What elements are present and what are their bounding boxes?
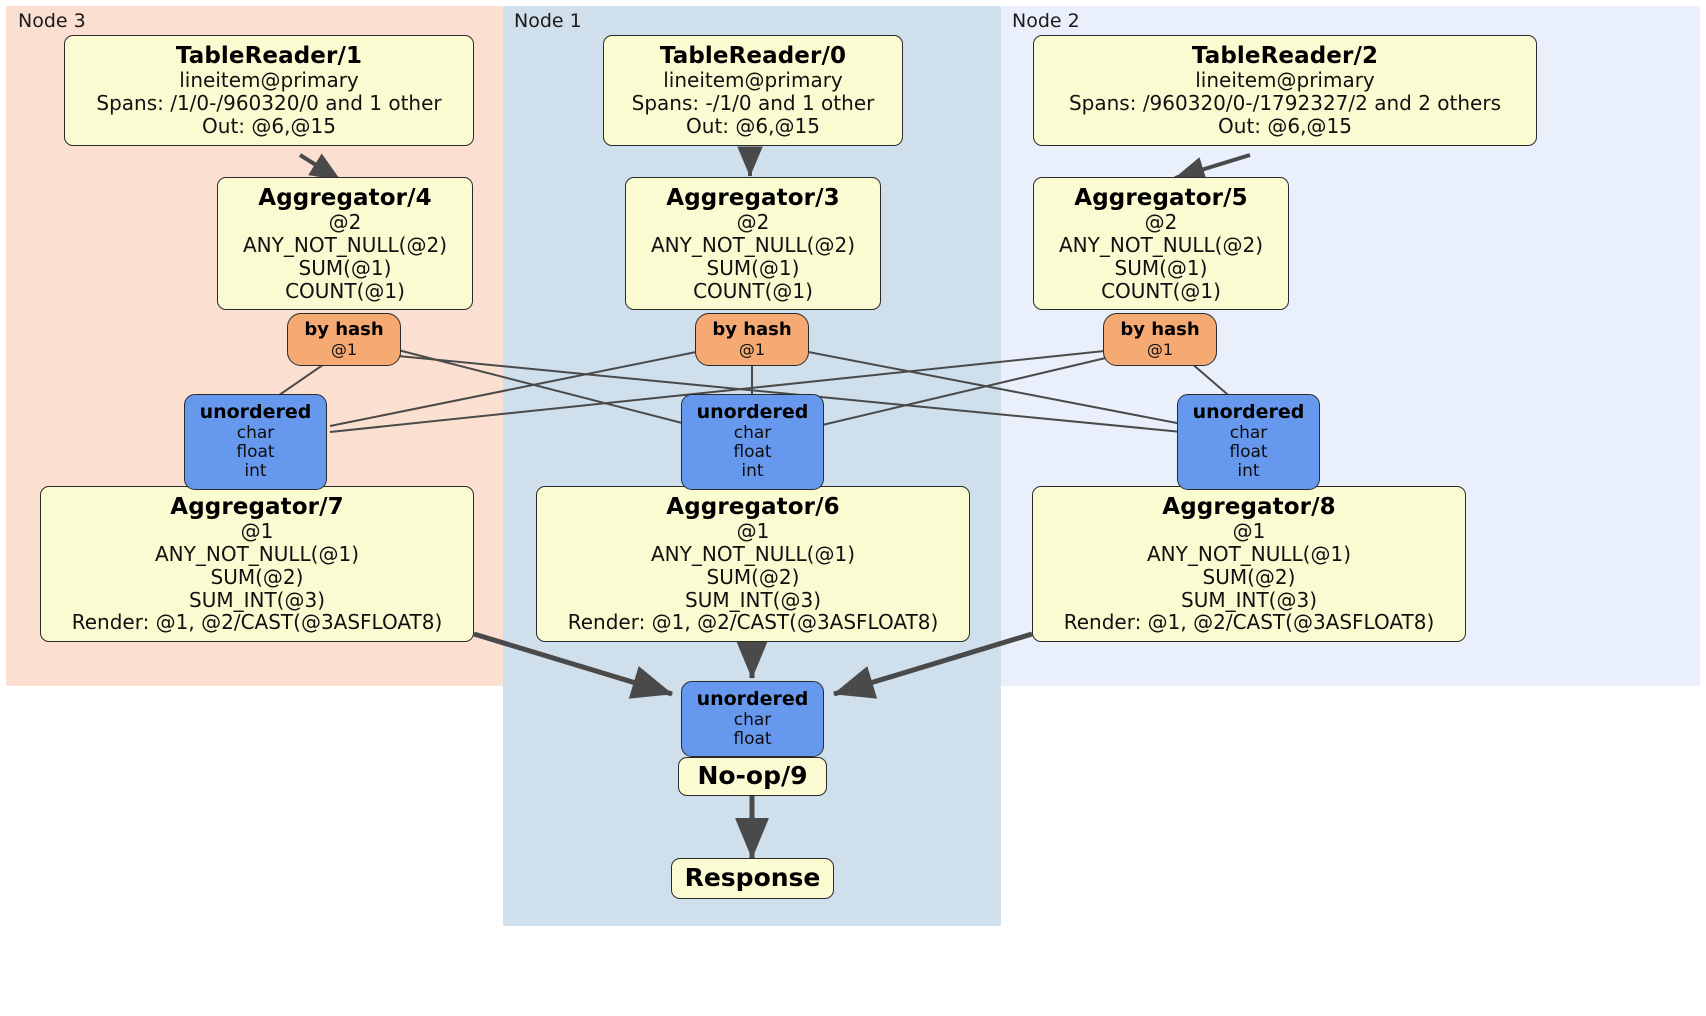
router-title: by hash	[1120, 319, 1200, 340]
node-title: Aggregator/6	[666, 494, 840, 520]
panel-label-node-2: Node 2	[1012, 10, 1080, 32]
node-line: Out: @6,@15	[1218, 113, 1352, 138]
node-line: SUM(@2)	[706, 564, 800, 589]
node-line: @2	[328, 210, 362, 235]
node-line: Out: @6,@15	[202, 113, 336, 138]
node-aggregator-6[interactable]: Aggregator/6 @1 ANY_NOT_NULL(@1) SUM(@2)…	[536, 486, 970, 643]
stream-title: unordered	[696, 401, 809, 423]
stream-unordered-node-3[interactable]: unordered char float int	[184, 394, 327, 490]
node-line: COUNT(@1)	[1101, 278, 1221, 303]
node-line: lineitem@primary	[179, 68, 359, 93]
stream-unordered-node-2[interactable]: unordered char float int	[1177, 394, 1320, 490]
node-line: SUM(@2)	[1202, 564, 1296, 589]
router-by-hash-node-1[interactable]: by hash @1	[695, 313, 809, 366]
node-line: ANY_NOT_NULL(@2)	[243, 233, 447, 258]
node-line: Spans: /1/0-/960320/0 and 1 other	[96, 91, 442, 116]
node-line: SUM(@1)	[1114, 255, 1208, 280]
node-aggregator-5[interactable]: Aggregator/5 @2 ANY_NOT_NULL(@2) SUM(@1)…	[1033, 177, 1289, 311]
node-line: SUM(@1)	[706, 255, 800, 280]
node-line: Spans: -/1/0 and 1 other	[631, 91, 875, 116]
stream-line: int	[741, 461, 764, 482]
node-line: ANY_NOT_NULL(@2)	[1059, 233, 1263, 258]
node-line: Spans: /960320/0-/1792327/2 and 2 others	[1068, 91, 1501, 116]
router-by-hash-node-3[interactable]: by hash @1	[287, 313, 401, 366]
node-title: No-op/9	[697, 761, 808, 790]
stream-line: float	[236, 442, 275, 463]
node-title: TableReader/0	[659, 43, 847, 69]
node-line: SUM_INT(@3)	[685, 587, 821, 612]
node-line: @2	[736, 210, 770, 235]
stream-line: char	[733, 422, 772, 443]
router-title: by hash	[304, 319, 384, 340]
node-line: lineitem@primary	[663, 68, 843, 93]
node-line: ANY_NOT_NULL(@1)	[155, 542, 359, 567]
router-title: by hash	[712, 319, 792, 340]
node-aggregator-4[interactable]: Aggregator/4 @2 ANY_NOT_NULL(@2) SUM(@1)…	[217, 177, 473, 311]
stream-line: char	[1229, 422, 1268, 443]
stream-line: float	[1229, 442, 1268, 463]
node-line: @1	[240, 519, 274, 544]
stream-line: float	[733, 442, 772, 463]
router-line: @1	[738, 339, 766, 359]
stream-title: unordered	[199, 401, 312, 423]
node-title: TableReader/1	[175, 43, 363, 69]
node-title: Aggregator/4	[258, 185, 432, 211]
stream-line: float	[733, 729, 772, 750]
stream-title: unordered	[1192, 401, 1305, 423]
node-table-reader-2[interactable]: TableReader/2 lineitem@primary Spans: /9…	[1033, 35, 1537, 146]
node-line: Render: @1, @2/CAST(@3ASFLOAT8)	[71, 610, 443, 635]
node-line: SUM_INT(@3)	[1181, 587, 1317, 612]
node-table-reader-1[interactable]: TableReader/1 lineitem@primary Spans: /1…	[64, 35, 474, 146]
stream-unordered-final[interactable]: unordered char float	[681, 681, 824, 758]
node-aggregator-7[interactable]: Aggregator/7 @1 ANY_NOT_NULL(@1) SUM(@2)…	[40, 486, 474, 643]
node-line: SUM(@1)	[298, 255, 392, 280]
stream-unordered-node-1[interactable]: unordered char float int	[681, 394, 824, 490]
node-line: ANY_NOT_NULL(@2)	[651, 233, 855, 258]
node-no-op-9[interactable]: No-op/9	[678, 757, 827, 796]
node-line: SUM(@2)	[210, 564, 304, 589]
node-line: ANY_NOT_NULL(@1)	[651, 542, 855, 567]
node-line: ANY_NOT_NULL(@1)	[1147, 542, 1351, 567]
node-table-reader-0[interactable]: TableReader/0 lineitem@primary Spans: -/…	[603, 35, 903, 146]
node-response[interactable]: Response	[671, 858, 834, 899]
node-aggregator-3[interactable]: Aggregator/3 @2 ANY_NOT_NULL(@2) SUM(@1)…	[625, 177, 881, 311]
panel-label-node-3: Node 3	[18, 10, 86, 32]
node-line: COUNT(@1)	[285, 278, 405, 303]
node-aggregator-8[interactable]: Aggregator/8 @1 ANY_NOT_NULL(@1) SUM(@2)…	[1032, 486, 1466, 643]
node-line: @2	[1144, 210, 1178, 235]
node-title: Aggregator/3	[666, 185, 840, 211]
node-line: @1	[736, 519, 770, 544]
node-line: Out: @6,@15	[686, 113, 820, 138]
stream-line: int	[244, 461, 267, 482]
node-title: TableReader/2	[1191, 43, 1379, 69]
node-line: COUNT(@1)	[693, 278, 813, 303]
node-line: Render: @1, @2/CAST(@3ASFLOAT8)	[567, 610, 939, 635]
stream-line: char	[733, 709, 772, 730]
node-line: lineitem@primary	[1195, 68, 1375, 93]
node-title: Response	[684, 863, 821, 892]
router-by-hash-node-2[interactable]: by hash @1	[1103, 313, 1217, 366]
panel-label-node-1: Node 1	[514, 10, 582, 32]
router-line: @1	[1146, 339, 1174, 359]
node-title: Aggregator/5	[1074, 185, 1248, 211]
stream-line: int	[1237, 461, 1260, 482]
node-line: @1	[1232, 519, 1266, 544]
node-line: Render: @1, @2/CAST(@3ASFLOAT8)	[1063, 610, 1435, 635]
router-line: @1	[330, 339, 358, 359]
node-title: Aggregator/8	[1162, 494, 1336, 520]
node-line: SUM_INT(@3)	[189, 587, 325, 612]
stream-line: char	[236, 422, 275, 443]
node-title: Aggregator/7	[170, 494, 344, 520]
stream-title: unordered	[696, 688, 809, 710]
